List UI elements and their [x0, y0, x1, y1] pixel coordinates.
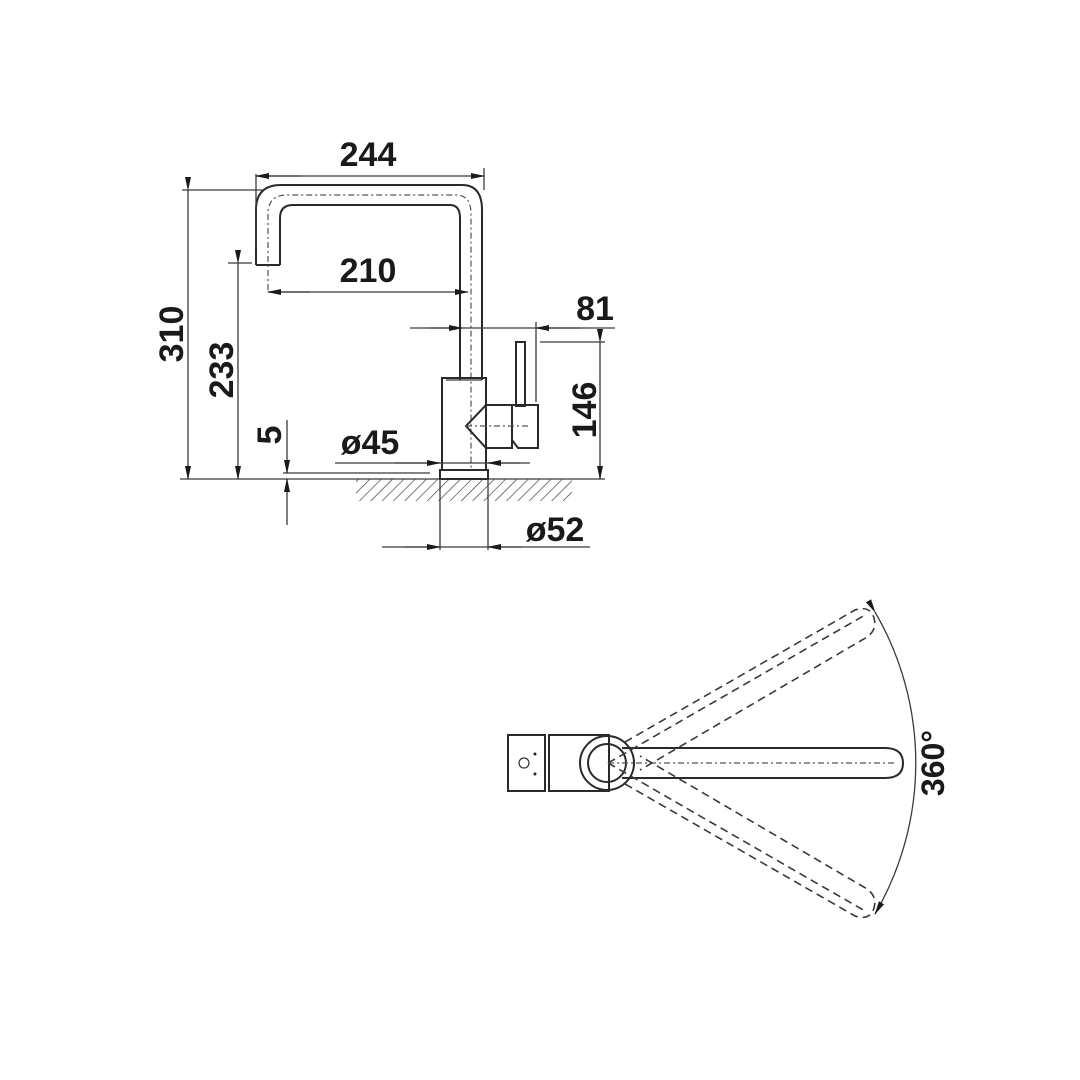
lever-handle — [515, 341, 526, 407]
top-view: 360° — [507, 599, 951, 919]
spout-top — [622, 747, 905, 779]
dim-5-label: 5 — [251, 426, 289, 445]
dim-310-label: 310 — [153, 306, 191, 363]
ghost-spout-lower — [607, 755, 876, 919]
dim-146-label: 146 — [566, 382, 604, 439]
dim-d52-label: ø52 — [526, 511, 585, 549]
lever-housing — [464, 404, 513, 449]
dim-210-label: 210 — [340, 252, 397, 290]
swivel-arc — [865, 599, 917, 915]
ghost-spout-upper — [607, 607, 876, 771]
faucet-body — [441, 377, 487, 471]
dim-81-label: 81 — [576, 290, 614, 328]
dim-244-label: 244 — [340, 136, 397, 174]
handle-box — [507, 734, 546, 792]
worktop-hatch — [356, 479, 572, 501]
swivel-angle-label: 360° — [915, 730, 951, 796]
dim-d45-label: ø45 — [341, 424, 400, 462]
swivel-ring — [579, 735, 635, 791]
side-view: 244 210 81 310 233 5 ø45 146 — [153, 136, 615, 550]
dim-233-label: 233 — [203, 342, 241, 399]
